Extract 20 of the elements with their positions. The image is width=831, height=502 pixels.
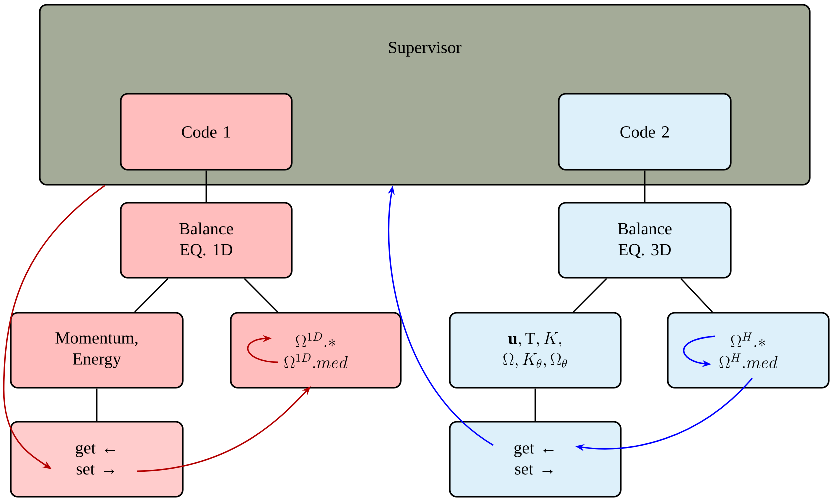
connector-line: [96, 388, 98, 422]
process-box: Balance EQ. 3D: [558, 202, 732, 279]
connector-line: [644, 170, 646, 202]
process-box: $\Omega^{1D}.*$ $\Omega^{1D}.med$: [230, 312, 402, 389]
connector-line: [134, 278, 169, 313]
process-box: Momentum, Energy: [10, 312, 184, 389]
process-box: Code 1: [120, 93, 293, 171]
process-box: get ← set →: [10, 421, 184, 498]
process-box: Code 2: [558, 93, 732, 171]
connector-line: [534, 388, 536, 422]
process-box: Balance EQ. 1D: [120, 202, 293, 279]
connector-line: [680, 278, 714, 313]
connector-line: [244, 278, 278, 313]
process-box: $\Omega^{H}.*$ $\Omega^{H}.med$: [667, 312, 830, 389]
process-box: $\mathbf{u}, \mathrm{T}, K,$ $\Omega, K_\theta, \Omega_\theta$: [449, 312, 622, 389]
connector-line: [206, 170, 208, 202]
process-box: get ← set →: [449, 421, 622, 498]
connector-line: [573, 278, 608, 313]
arrow: [3, 185, 106, 470]
arrow: [247, 335, 278, 364]
